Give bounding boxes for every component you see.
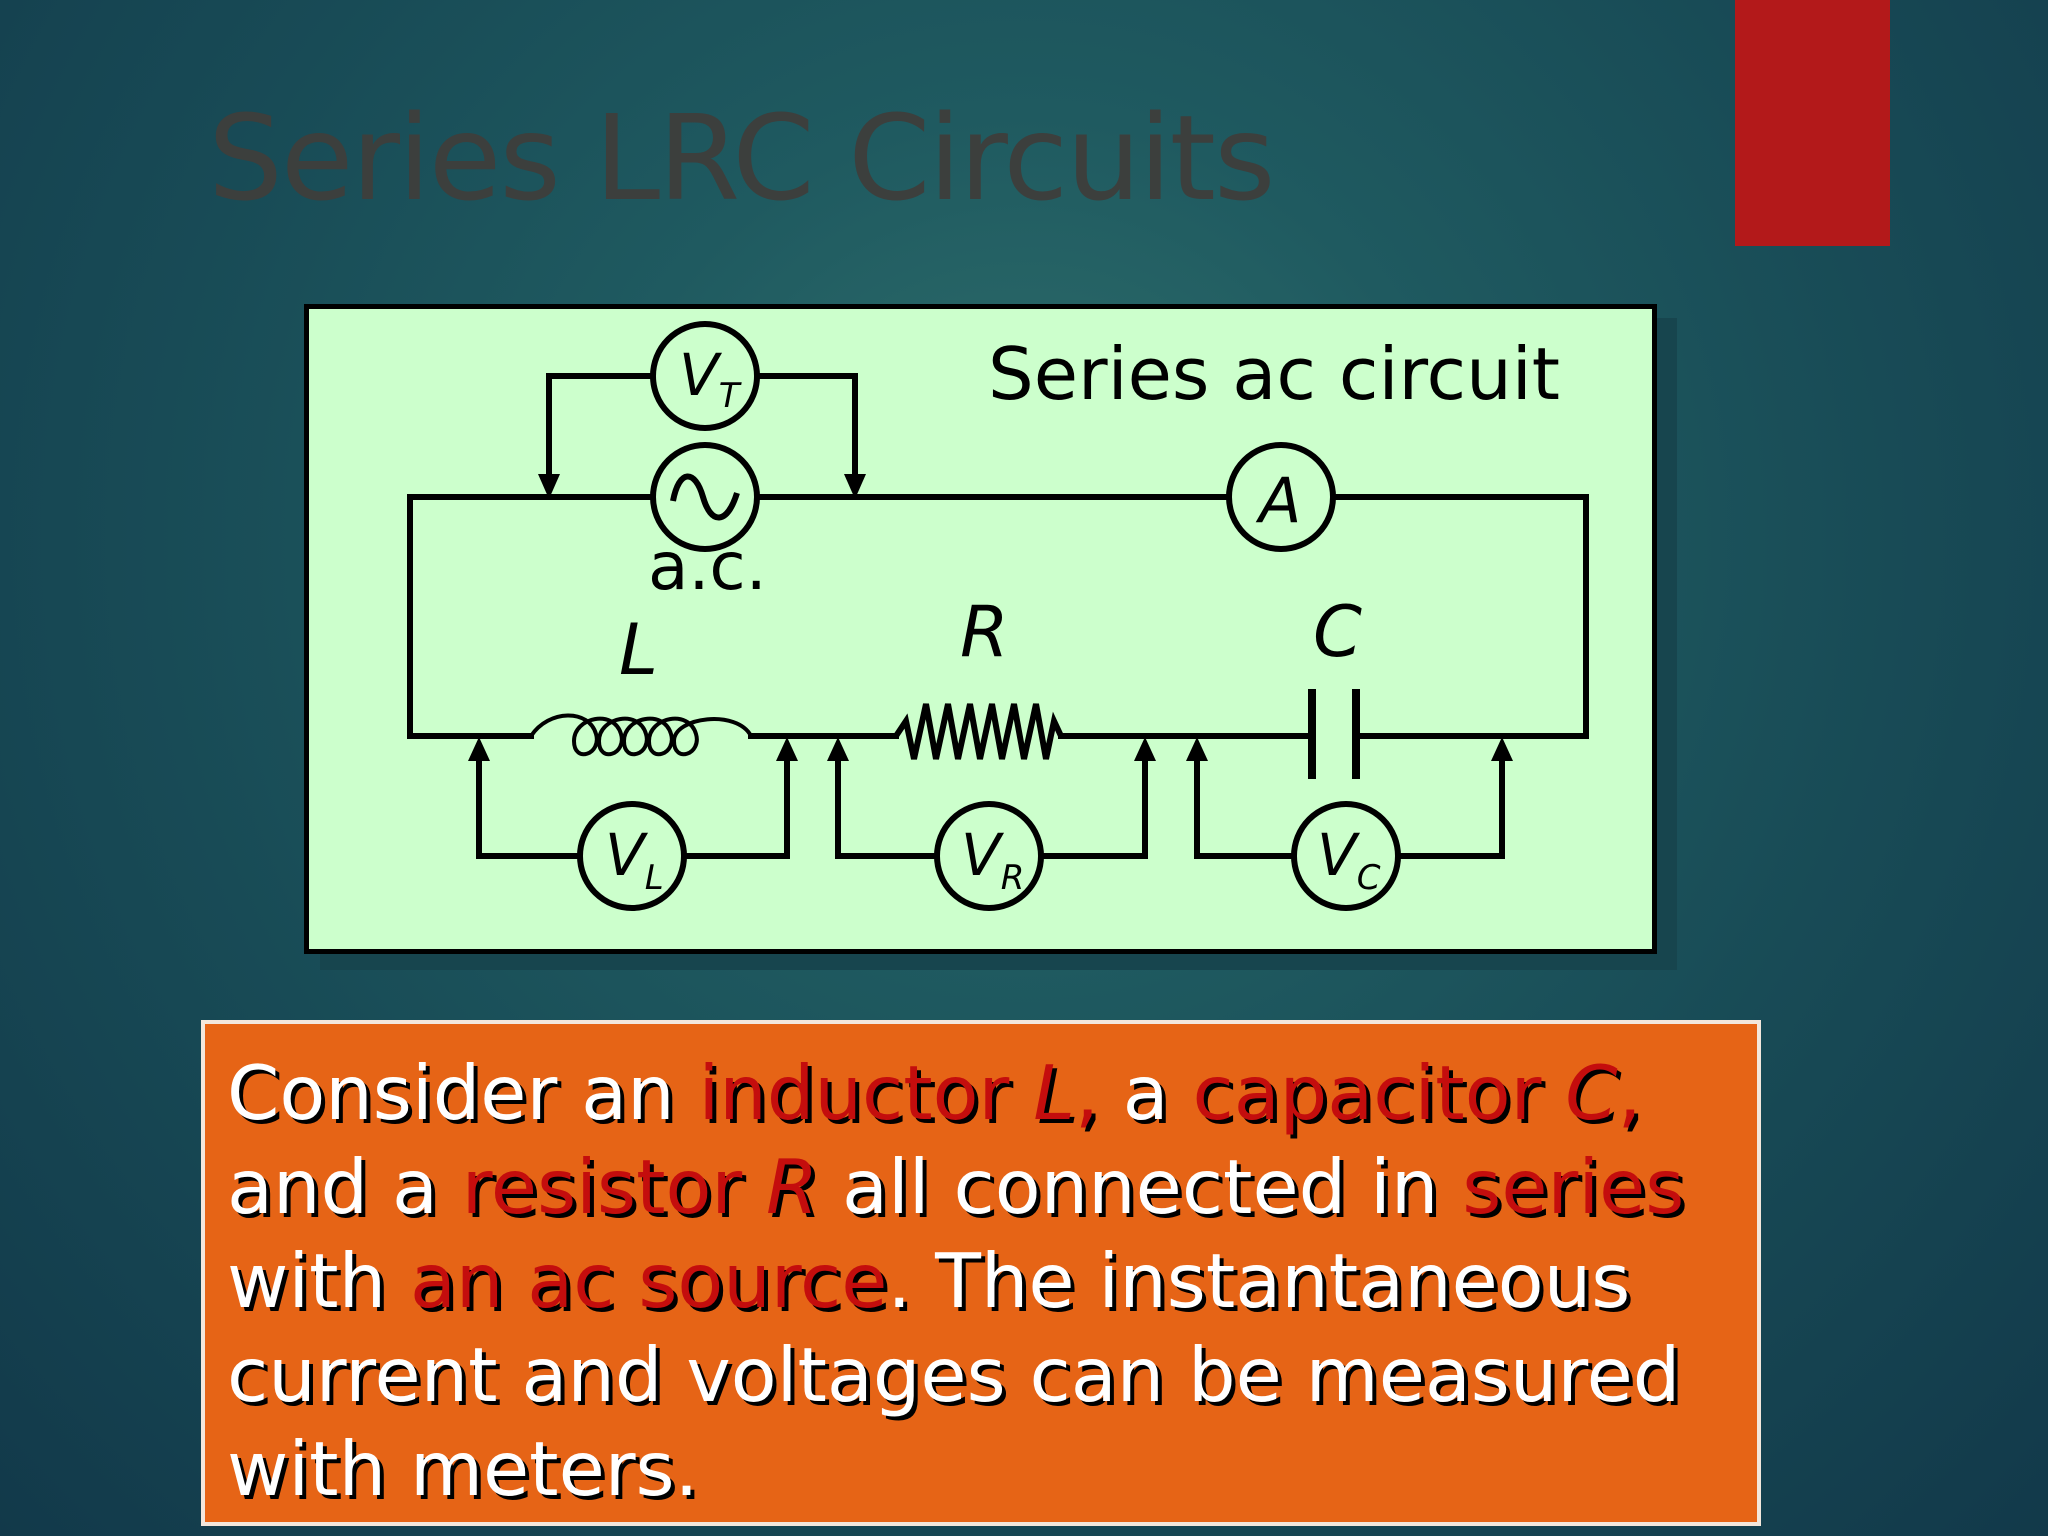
vr-label: VR xyxy=(961,821,1024,898)
voltmeter-vc-icon xyxy=(1291,801,1401,911)
inductor-coil-icon xyxy=(529,713,753,757)
caption-series-ac-circuit: Series ac circuit xyxy=(988,332,1560,416)
arrow-vc-right xyxy=(1491,737,1513,761)
body-line-1: Consider an inductor L, a capacitor C, xyxy=(227,1049,1642,1137)
ammeter-label: A xyxy=(1255,464,1301,537)
highlight-l: L xyxy=(1033,1049,1075,1137)
slide-title: Series LRC Circuits xyxy=(208,89,1275,227)
voltmeter-vl-icon xyxy=(577,801,687,911)
resistor-label: R xyxy=(960,591,1009,673)
arrow-vr-right xyxy=(1134,737,1156,761)
sine-wave-icon xyxy=(670,473,740,521)
resistor-zigzag-icon xyxy=(893,703,1064,760)
vr-lead-left xyxy=(835,751,940,859)
ammeter-icon xyxy=(1226,442,1336,552)
arrow-vl-right xyxy=(776,737,798,761)
body-text-box: Consider an inductor L, a capacitor C, a… xyxy=(201,1020,1761,1526)
highlight-capacitor: capacitor xyxy=(1192,1049,1566,1137)
arrow-vr-left xyxy=(827,737,849,761)
arrow-vt-right xyxy=(844,474,866,499)
vc-lead-right xyxy=(1395,751,1505,859)
highlight-r: R xyxy=(766,1143,819,1231)
highlight-ac-source: an ac source xyxy=(409,1237,888,1325)
arrow-heads xyxy=(468,474,1513,761)
vc-label: VC xyxy=(1317,821,1381,898)
ac-source-label: a.c. xyxy=(648,528,767,605)
vl-lead-right xyxy=(681,751,790,859)
vt-lead-left xyxy=(546,373,656,482)
vt-label: VT xyxy=(679,341,742,416)
vt-lead-right xyxy=(754,373,858,482)
body-line-3: with an ac source. The instantaneous xyxy=(227,1237,1631,1325)
highlight-series: series xyxy=(1462,1143,1685,1231)
vl-lead-left xyxy=(476,751,583,859)
accent-tab xyxy=(1735,0,1890,246)
highlight-resistor: resistor xyxy=(461,1143,767,1231)
voltmeter-vt-icon xyxy=(650,321,760,431)
inductor-label: L xyxy=(619,609,658,691)
arrow-vc-left xyxy=(1186,737,1208,761)
vl-label: VL xyxy=(605,821,664,898)
capacitor-plates-icon xyxy=(1308,689,1360,779)
arrow-vt-left xyxy=(538,474,560,499)
highlight-inductor: inductor xyxy=(698,1049,1034,1137)
body-line-2: and a resistor R all connected in series xyxy=(227,1143,1685,1231)
body-line-4: current and voltages can be measured xyxy=(227,1331,1681,1419)
vr-lead-right xyxy=(1038,751,1148,859)
voltmeter-vr-icon xyxy=(934,801,1044,911)
body-line-5: with meters. xyxy=(227,1425,699,1513)
arrow-vl-left xyxy=(468,737,490,761)
vc-lead-left xyxy=(1194,751,1297,859)
circuit-diagram: Series ac circuit a.c. L R C A VT VL VR … xyxy=(407,321,1589,911)
circuit-diagram-panel: Series ac circuit a.c. L R C A VT VL VR … xyxy=(304,304,1657,954)
capacitor-label: C xyxy=(1313,591,1362,673)
highlight-c: C xyxy=(1565,1049,1618,1137)
